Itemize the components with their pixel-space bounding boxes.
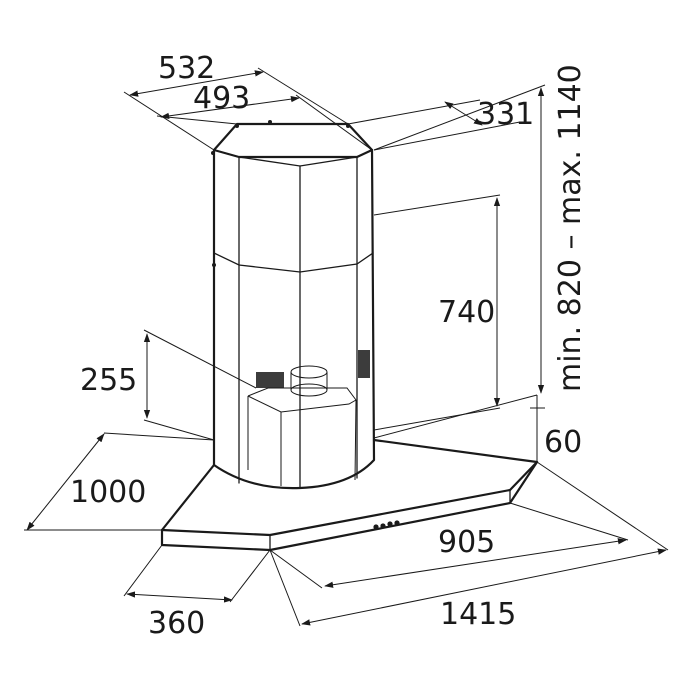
label-60: 60 bbox=[544, 425, 582, 460]
hood-body bbox=[160, 120, 539, 552]
dim-line-331 bbox=[444, 101, 483, 126]
dimension-lines bbox=[24, 67, 669, 627]
dim-line-532 bbox=[129, 70, 264, 97]
dim-line-360 bbox=[126, 591, 233, 603]
dim-line-1415 bbox=[301, 548, 667, 626]
top-screws bbox=[211, 120, 350, 155]
control-buttons bbox=[371, 520, 403, 531]
label-493: 493 bbox=[193, 81, 250, 116]
chimney-outline bbox=[212, 148, 376, 490]
label-360: 360 bbox=[148, 606, 205, 641]
chimney-panel-lines bbox=[212, 149, 374, 489]
label-255: 255 bbox=[80, 363, 137, 398]
label-331: 331 bbox=[477, 97, 534, 132]
label-532: 532 bbox=[158, 51, 215, 86]
label-1000: 1000 bbox=[70, 475, 146, 510]
dim-line-493 bbox=[160, 95, 300, 120]
label-1415: 1415 bbox=[440, 597, 516, 632]
motor-housing bbox=[247, 350, 370, 486]
label-total-height: min. 820 – max. 1140 bbox=[553, 64, 588, 392]
dimension-labels: 532 493 331 min. 820 – max. 1140 740 255… bbox=[70, 51, 588, 641]
dim-line-1000 bbox=[26, 433, 105, 531]
chimney-top-outline bbox=[212, 122, 374, 159]
label-905: 905 bbox=[438, 525, 495, 560]
label-740: 740 bbox=[438, 295, 495, 330]
